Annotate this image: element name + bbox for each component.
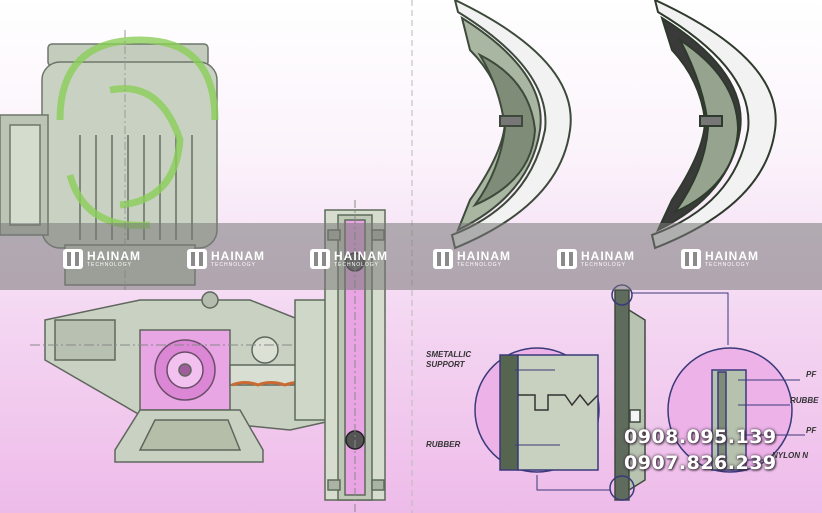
watermark-brand: HAINAM <box>705 249 759 263</box>
watermark-tagline: TECHNOLOGY <box>457 262 503 268</box>
diaphragm-right <box>650 0 777 250</box>
magnifier-left <box>474 347 600 473</box>
hainam-logo-icon <box>63 249 83 269</box>
diaphragm-section <box>614 289 646 501</box>
watermark-tagline: TECHNOLOGY <box>87 262 133 268</box>
hainam-logo-icon <box>433 249 453 269</box>
watermark-tagline: TECHNOLOGY <box>334 262 380 268</box>
label-ptfe-top: PF <box>806 370 817 379</box>
watermark-tagline: TECHNOLOGY <box>705 262 751 268</box>
watermark-tagline: TECHNOLOGY <box>581 262 627 268</box>
watermark-brand: HAINAM <box>334 249 388 263</box>
watermark-brand: HAINAM <box>87 249 141 263</box>
pump-base <box>114 409 264 463</box>
watermark-brand: HAINAM <box>581 249 635 263</box>
label-ptfe-mid: PF <box>806 426 817 435</box>
label-nylon: NYLON N <box>772 451 808 460</box>
label-rubber: RUBBER <box>426 440 461 449</box>
phone-number-2: 0907.826.239 <box>624 452 777 474</box>
watermark-brand: HAINAM <box>457 249 511 263</box>
watermark-brand: HAINAM <box>211 249 265 263</box>
magnifier-right <box>667 347 793 473</box>
phone-number-1: 0908.095.139 <box>624 426 777 448</box>
pump-body <box>44 291 336 431</box>
label-rubber-right: RUBBE <box>790 396 819 405</box>
hainam-logo-icon <box>681 249 701 269</box>
label-metallic-support: SMETALLIC SUPPORT <box>426 350 472 369</box>
hainam-logo-icon <box>187 249 207 269</box>
watermark-tagline: TECHNOLOGY <box>211 262 257 268</box>
diaphragm-left <box>450 0 572 250</box>
hainam-logo-icon <box>557 249 577 269</box>
hainam-logo-icon <box>310 249 330 269</box>
